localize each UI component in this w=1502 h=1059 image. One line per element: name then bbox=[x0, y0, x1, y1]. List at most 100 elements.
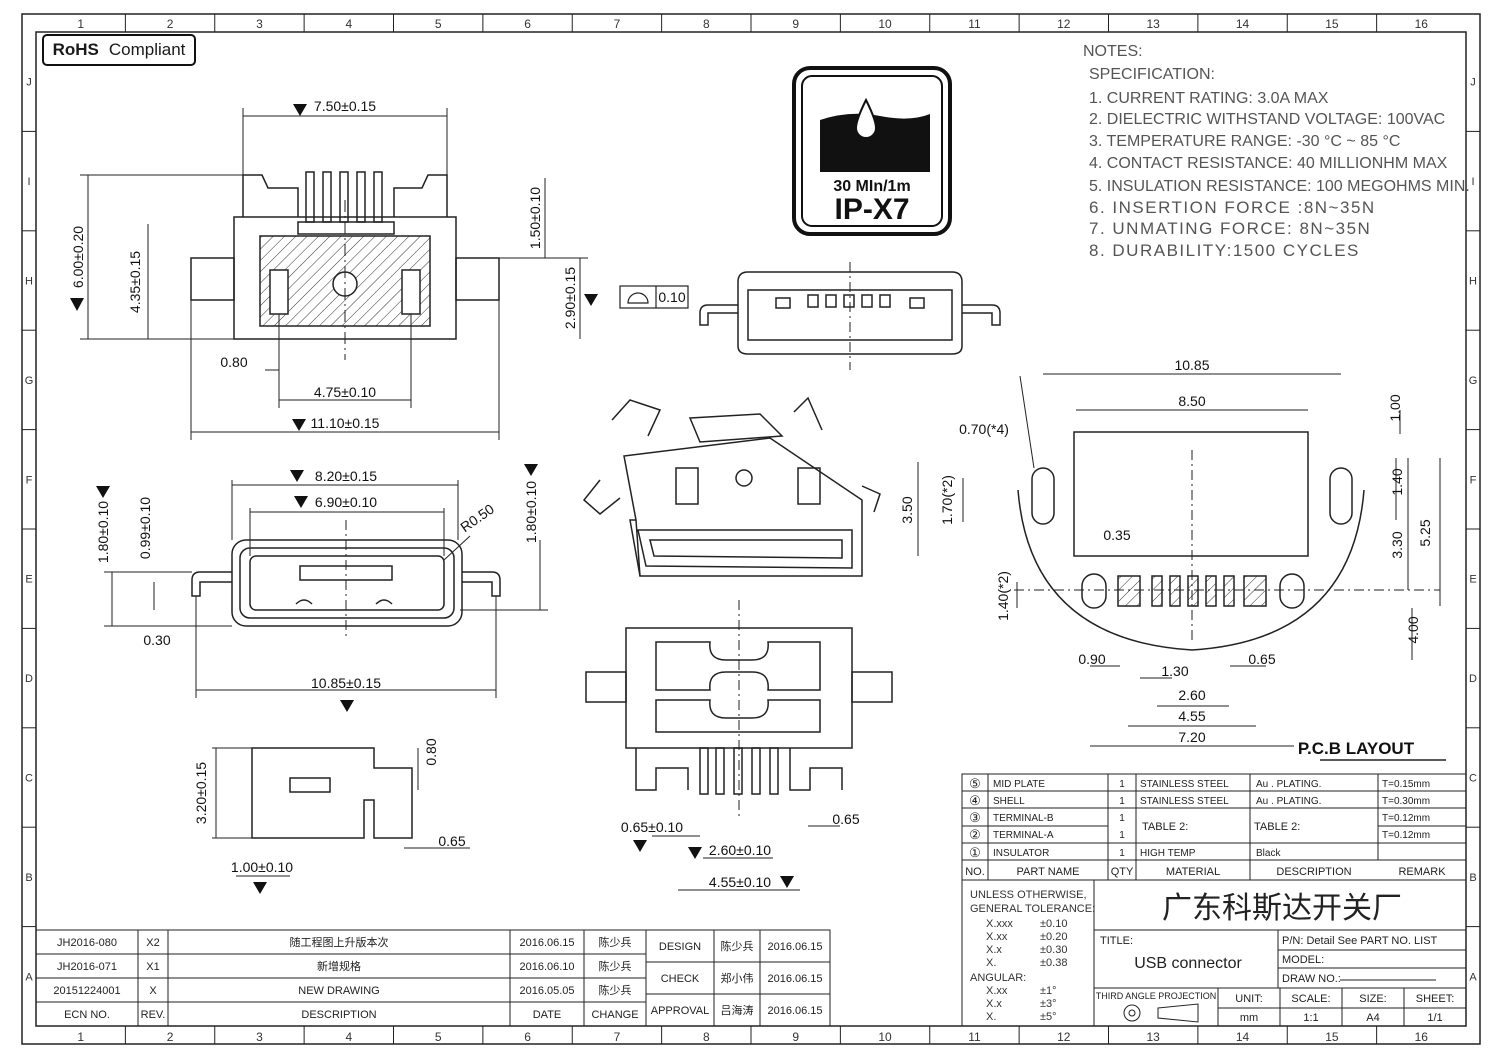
grid-row-label: F bbox=[1470, 474, 1477, 486]
tol-key: X.xx bbox=[986, 931, 1008, 943]
rev-header: CHANGE bbox=[591, 1009, 638, 1021]
datum-triangle-icon bbox=[253, 882, 267, 894]
front-view-dims: 8.20±0.15 6.90±0.10 R0.50 1.80±0.10 0.99… bbox=[95, 464, 539, 712]
dim-label: 3.50 bbox=[899, 496, 915, 523]
datum-triangle-icon bbox=[633, 840, 647, 852]
dim-label: 4.55 bbox=[1178, 708, 1205, 724]
bom-no: ⑤ bbox=[969, 776, 981, 791]
top-view-dims: 7.50±0.15 6.00±0.20 4.35±0.15 1.50±0.10 … bbox=[70, 98, 598, 431]
approval-name: 陈少兵 bbox=[721, 939, 754, 953]
approval-name: 郑小伟 bbox=[721, 971, 754, 985]
bom-part-name: INSULATOR bbox=[993, 848, 1049, 859]
rev-ecn: JH2016-080 bbox=[57, 937, 117, 949]
pcb-layout-title: P.C.B LAYOUT bbox=[1298, 739, 1415, 758]
approval-role: APPROVAL bbox=[651, 1005, 710, 1017]
dim-label: 0.80 bbox=[220, 354, 247, 370]
dim-label: 8.50 bbox=[1178, 393, 1205, 409]
grid-col-label: 14 bbox=[1236, 17, 1250, 31]
bom-remark: T=0.15mm bbox=[1382, 779, 1430, 790]
dim-label: 1.40(*2) bbox=[995, 571, 1011, 621]
dim-label: 7.20 bbox=[1178, 729, 1205, 745]
grid-col-label: 5 bbox=[435, 17, 442, 31]
bom-header: DESCRIPTION bbox=[1276, 866, 1351, 878]
title-block-text: 广东科斯达开关厂 TITLE: USB connector P/N: Detai… bbox=[1096, 892, 1455, 1024]
tolerance-block: UNLESS OTHERWISE, GENERAL TOLERANCE: X.x… bbox=[970, 889, 1095, 1023]
bom-material: STAINLESS STEEL bbox=[1140, 796, 1229, 807]
flatness-callout bbox=[619, 285, 689, 309]
dim-label: 0.65 bbox=[1248, 651, 1275, 667]
dim-label: 5.25 bbox=[1417, 519, 1433, 546]
grid-col-label: 16 bbox=[1415, 17, 1429, 31]
rev-date: 2016.05.05 bbox=[519, 985, 574, 997]
dim-label: 2.60±0.10 bbox=[709, 842, 771, 858]
unit-value: mm bbox=[1240, 1012, 1258, 1024]
grid-row-label: C bbox=[1469, 773, 1477, 785]
grid-row-label: D bbox=[1469, 673, 1477, 685]
rev-rev: X2 bbox=[146, 937, 159, 949]
rev-header: DATE bbox=[533, 1009, 562, 1021]
note-item: 6. INSERTION FORCE :8N~35N bbox=[1089, 198, 1376, 217]
grid-col-label: 4 bbox=[345, 1030, 352, 1044]
ip-x7-logo: 30 MIn/1m IP-X7 bbox=[792, 66, 952, 236]
rev-description: 随工程图上升版本次 bbox=[290, 935, 389, 949]
datum-triangle-icon bbox=[524, 464, 538, 476]
grid-col-label: 4 bbox=[345, 17, 352, 31]
grid-col-label: 12 bbox=[1057, 1030, 1071, 1044]
dim-label: 0.65±0.10 bbox=[621, 819, 683, 835]
rear-view bbox=[699, 262, 1001, 370]
bottom-view-dims: 0.65±0.10 0.65 2.60±0.10 4.55±0.10 bbox=[621, 811, 860, 890]
flatness-value: 0.10 bbox=[658, 289, 685, 305]
grid-row-label: H bbox=[25, 276, 33, 288]
bom-qty: 1 bbox=[1119, 830, 1125, 841]
bom-headers: NO. PART NAME QTY MATERIAL DESCRIPTION R… bbox=[965, 821, 1446, 878]
grid-col-label: 10 bbox=[878, 1030, 892, 1044]
bom-header: QTY bbox=[1111, 866, 1134, 878]
approval-name: 吕海涛 bbox=[721, 1003, 754, 1017]
unit-label: UNIT: bbox=[1235, 993, 1263, 1005]
datum-triangle-icon bbox=[290, 470, 304, 482]
dim-label: 2.60 bbox=[1178, 687, 1205, 703]
water-icon bbox=[820, 113, 930, 172]
tol-val: ±5° bbox=[1040, 1011, 1057, 1023]
dim-label: 10.85 bbox=[1174, 357, 1209, 373]
bom-no: ③ bbox=[969, 810, 981, 825]
dim-label: 0.30 bbox=[143, 632, 170, 648]
grid-row-label: H bbox=[1469, 276, 1477, 288]
dim-label: 1.00±0.10 bbox=[231, 859, 293, 875]
sheet-label: SHEET: bbox=[1416, 993, 1455, 1005]
grid-col-label: 7 bbox=[614, 17, 621, 31]
bom-remark: T=0.12mm bbox=[1382, 830, 1430, 841]
bom-part-name: MID PLATE bbox=[993, 779, 1045, 790]
datum-triangle-icon bbox=[292, 419, 306, 431]
tol-val: ±3° bbox=[1040, 998, 1057, 1010]
grid-col-label: 3 bbox=[256, 17, 263, 31]
notes-block: NOTES: SPECIFICATION: 1. CURRENT RATING:… bbox=[1083, 43, 1470, 260]
note-item: 5. INSULATION RESISTANCE: 100 MEGOHMS MI… bbox=[1089, 178, 1470, 195]
grid-row-label: F bbox=[26, 474, 33, 486]
grid-row-label: E bbox=[1469, 574, 1476, 586]
grid-col-label: 5 bbox=[435, 1030, 442, 1044]
rev-header: DESCRIPTION bbox=[301, 1009, 376, 1021]
tol-angular: ANGULAR: bbox=[970, 972, 1026, 984]
bom-qty: 1 bbox=[1119, 779, 1125, 790]
datum-triangle-icon bbox=[70, 298, 84, 311]
title-label: TITLE: bbox=[1100, 935, 1133, 947]
grid-col-label: 10 bbox=[878, 17, 892, 31]
title-value: USB connector bbox=[1134, 955, 1242, 972]
bom-part-name: TERMINAL-B bbox=[993, 813, 1054, 824]
bom-no: ④ bbox=[969, 793, 981, 808]
grid-col-label: 9 bbox=[792, 1030, 799, 1044]
dim-label: 8.20±0.15 bbox=[315, 468, 377, 484]
grid-col-label: 16 bbox=[1415, 1030, 1429, 1044]
note-item: 7. UNMATING FORCE: 8N~35N bbox=[1089, 219, 1371, 238]
top-view bbox=[80, 108, 588, 440]
bom-description: Au . PLATING. bbox=[1256, 779, 1321, 790]
grid-col-markers: 1122334455667788991010111112121313141415… bbox=[77, 14, 1428, 1044]
scale-label: SCALE: bbox=[1291, 993, 1330, 1005]
grid-col-label: 6 bbox=[524, 1030, 531, 1044]
bom-header: REMARK bbox=[1398, 866, 1446, 878]
